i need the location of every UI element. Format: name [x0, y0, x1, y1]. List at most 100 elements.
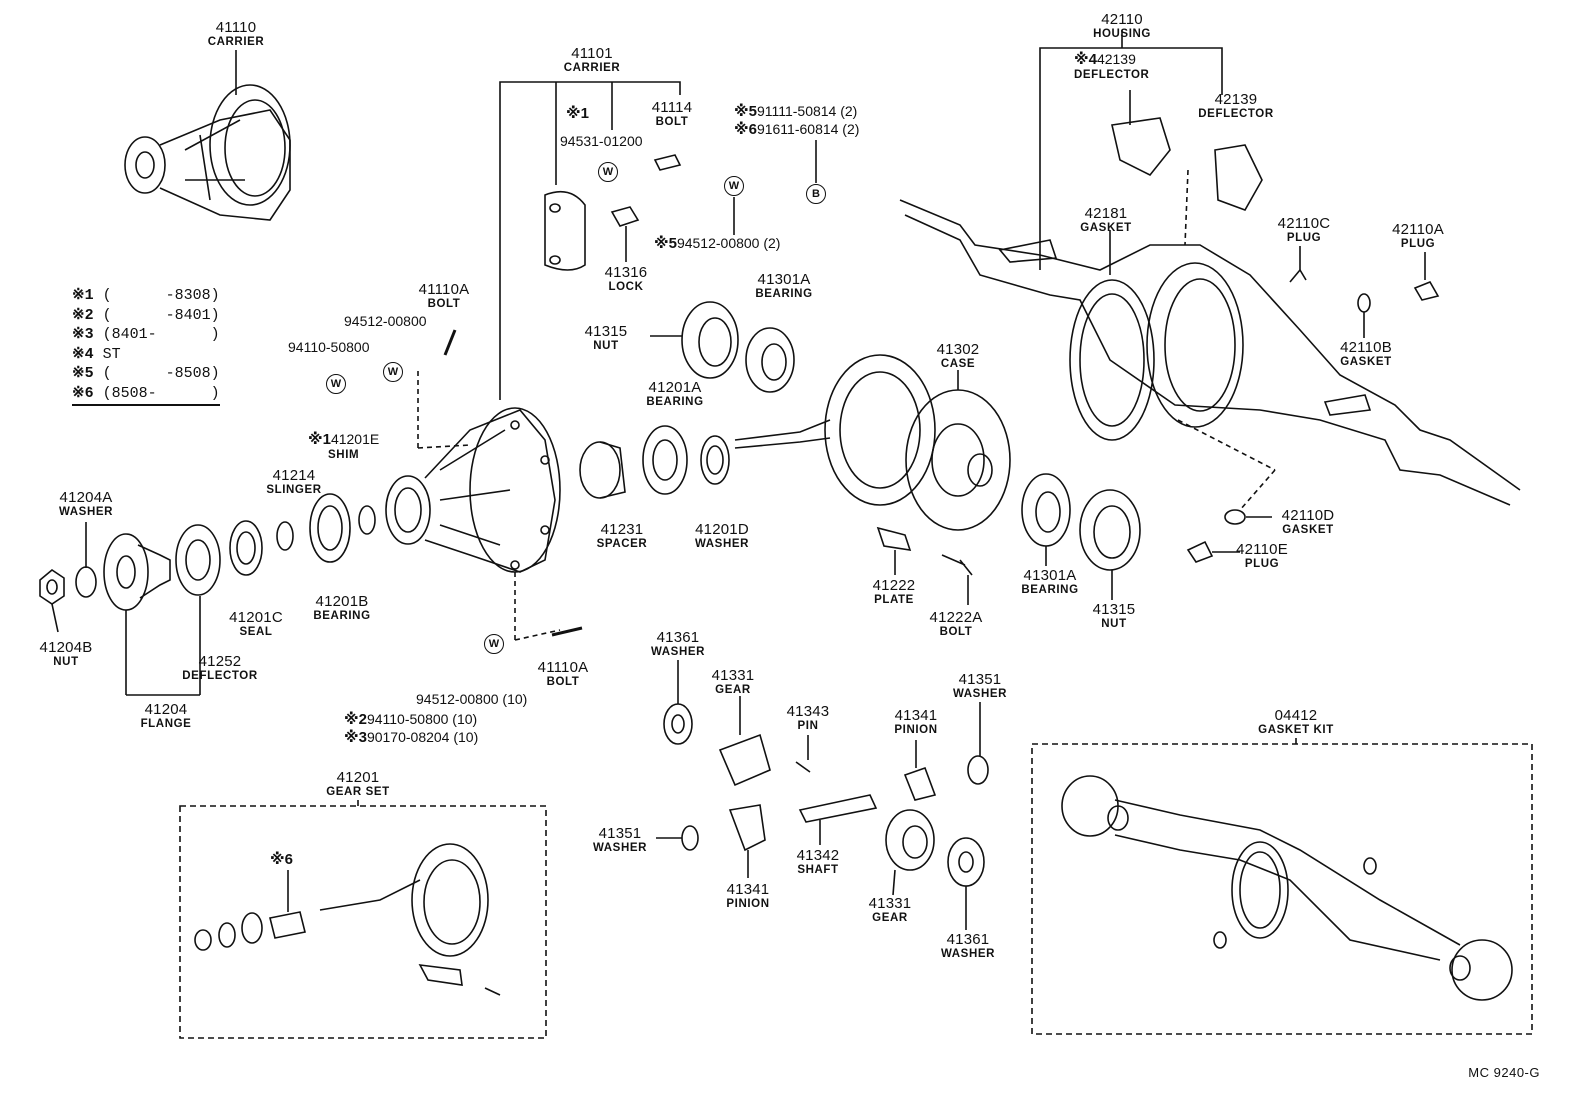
note-mark: ※1 — [566, 105, 589, 122]
axle-housing-42110-drawing — [899, 199, 1521, 506]
part-name: GASKET — [1080, 221, 1132, 234]
part-number: 42110D — [1281, 507, 1335, 524]
washer-symbol-icon: W — [383, 362, 403, 382]
part-name: GASKET — [1282, 523, 1334, 536]
note-mark: ※4 — [1074, 51, 1097, 68]
washer-symbol-icon: W — [598, 162, 618, 182]
note-mark: ※1 — [308, 431, 331, 448]
part-number: 41114 — [651, 99, 693, 116]
part-number: 41343 — [786, 703, 830, 720]
part-name: NUT — [53, 655, 79, 668]
legend-row: ※4 ST — [72, 345, 220, 365]
part-name: DEFLECTOR — [1198, 107, 1274, 120]
part-number: 41214 — [272, 467, 316, 484]
part-name: FLANGE — [140, 717, 192, 730]
part-number: 42110E — [1236, 541, 1288, 558]
part-number: 41110A — [418, 281, 470, 298]
legend-row: ※6 (8508- ) — [72, 384, 220, 406]
legend-range: ( -8508) — [93, 365, 220, 382]
part-name: SHAFT — [797, 863, 839, 876]
legend-mark: ※4 — [72, 345, 94, 363]
note-text: 94110-50800 — [288, 339, 370, 355]
part-number: 41201 — [336, 769, 380, 786]
part-number: 41204 — [144, 701, 188, 718]
legend-row: ※5 ( -8508) — [72, 364, 220, 384]
part-number: 41204B — [39, 639, 93, 656]
part-number: 41315 — [1092, 601, 1136, 618]
part-number: 41252 — [198, 653, 242, 670]
part-name: BEARING — [1021, 583, 1079, 596]
part-number: 42110B — [1340, 339, 1392, 356]
part-number: 41316 — [604, 264, 648, 281]
note-mark: ※6 — [270, 851, 293, 868]
washer-symbol-icon: W — [724, 176, 744, 196]
note-text: 41201E — [330, 431, 380, 447]
note-n94531: ※1 — [566, 105, 589, 123]
part-name: NUT — [1101, 617, 1127, 630]
legend-range: ( -8308) — [93, 287, 220, 304]
part-name: SEAL — [239, 625, 273, 638]
note-text: 94512-00800 — [344, 313, 427, 329]
part-number: 41351 — [958, 671, 1002, 688]
note-n94512a: ※594512-00800 (2) — [654, 235, 781, 253]
part-number: 42110C — [1277, 215, 1331, 232]
part-name: BOLT — [427, 297, 461, 310]
note-text: 91611-60814 (2) — [756, 121, 860, 137]
carrier-41110-drawing — [124, 50, 291, 221]
note-mark: ※3 — [344, 729, 367, 746]
part-name: WASHER — [952, 687, 1008, 700]
part-number: 41361 — [946, 931, 990, 948]
note-text: 94512-00800 (10) — [416, 691, 528, 707]
note-mark: ※2 — [344, 711, 367, 728]
note-text: 90170-08204 (10) — [366, 729, 479, 745]
part-name: BOLT — [939, 625, 973, 638]
legend-mark: ※1 — [72, 287, 94, 304]
part-name: BOLT — [546, 675, 580, 688]
part-number: 42110 — [1101, 11, 1143, 28]
part-name: GASKET — [1340, 355, 1392, 368]
part-number: 41315 — [584, 323, 628, 340]
part-number: 42139 — [1214, 91, 1258, 108]
legend-row: ※3 (8401- ) — [72, 325, 220, 345]
note-text: 94512-00800 (2) — [676, 235, 781, 251]
bolt-symbol-icon: B — [806, 184, 826, 204]
note-n94512c: 94512-00800 (10) — [416, 691, 528, 707]
part-name: BOLT — [655, 115, 689, 128]
part-number: 41201B — [315, 593, 369, 610]
part-number: 41341 — [726, 881, 770, 898]
part-name: GASKET KIT — [1258, 723, 1334, 736]
part-name: DEFLECTOR — [182, 669, 258, 682]
part-name: PIN — [797, 719, 819, 732]
part-name: WASHER — [58, 505, 114, 518]
part-name: PLUG — [1244, 557, 1280, 570]
note-n94512b: 94512-00800 — [344, 313, 427, 329]
part-name: PINION — [726, 897, 770, 910]
part-name: BEARING — [755, 287, 813, 300]
part-number: 41101 — [571, 45, 613, 62]
part-name: GEAR — [715, 683, 751, 696]
part-number: 41342 — [796, 847, 840, 864]
part-name: WASHER — [940, 947, 996, 960]
note-part-name: DEFLECTOR — [1074, 68, 1150, 81]
washer-symbol-icon: W — [326, 374, 346, 394]
note-n91111: ※591111-50814 (2) — [734, 103, 857, 121]
part-number: 41110 — [215, 19, 257, 36]
part-number: 41222A — [929, 609, 983, 626]
pinion-front-parts-drawing — [39, 493, 376, 696]
part-name: CASE — [940, 357, 976, 370]
